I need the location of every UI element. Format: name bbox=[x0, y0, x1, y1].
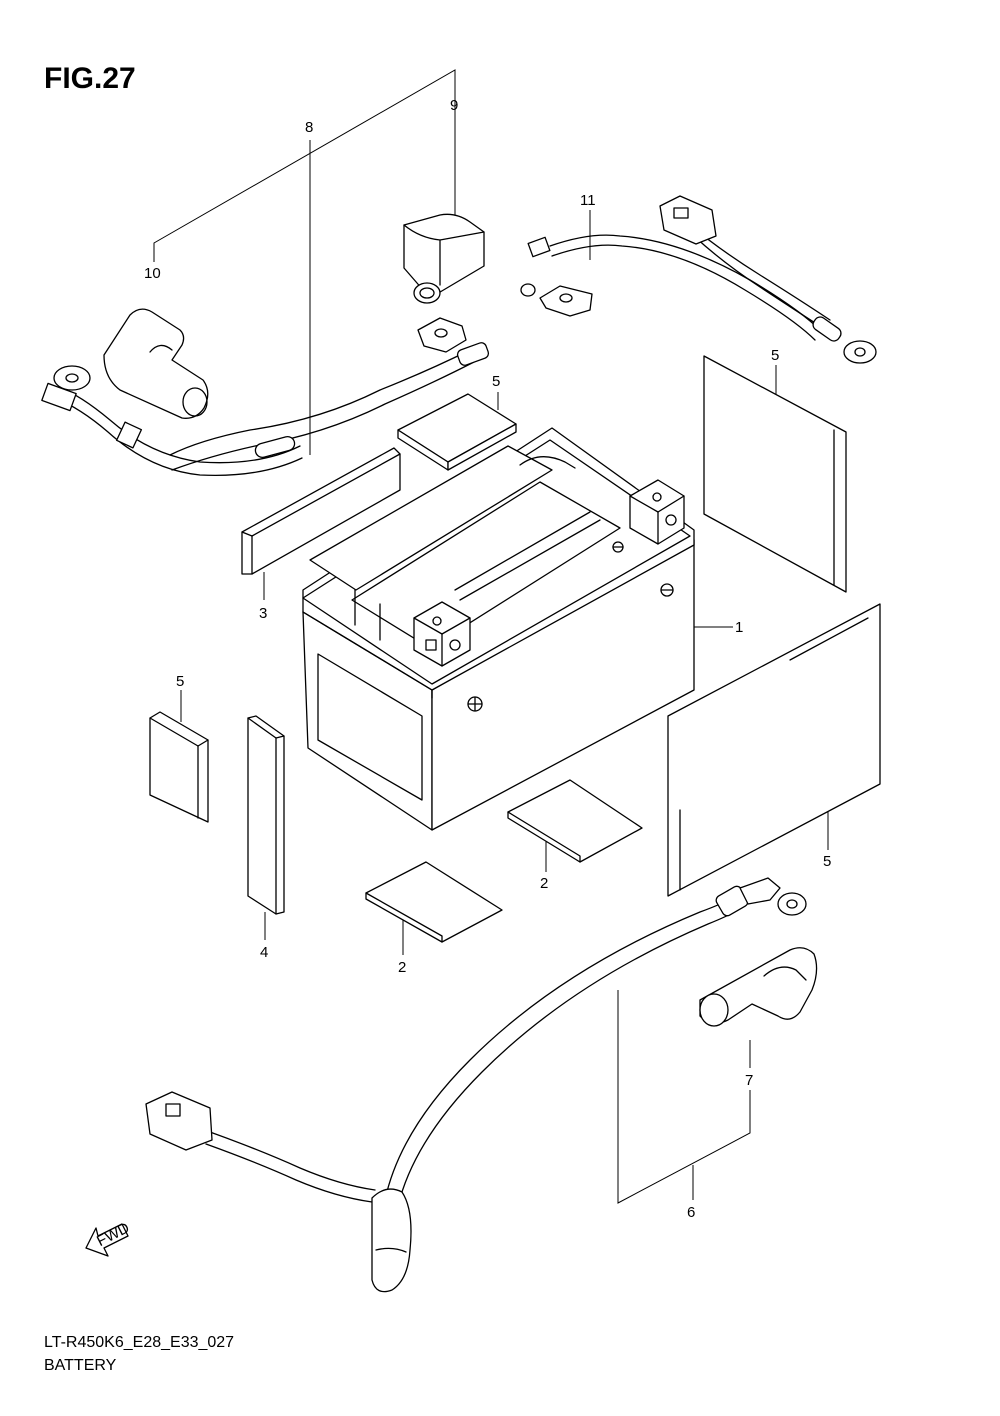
callout-9: 9 bbox=[450, 97, 458, 114]
lead-wire-connector bbox=[520, 195, 877, 364]
terminal-cap bbox=[403, 213, 485, 304]
pad-5-top bbox=[397, 393, 517, 471]
pad-5-left bbox=[149, 711, 209, 823]
pad-2-right bbox=[507, 779, 643, 863]
callout-5-top: 5 bbox=[492, 373, 500, 390]
callout-10: 10 bbox=[144, 265, 161, 282]
callout-6: 6 bbox=[687, 1204, 695, 1221]
terminal-cover-upper bbox=[103, 308, 209, 419]
callout-2-bottom: 2 bbox=[398, 959, 406, 976]
figure-title: FIG.27 bbox=[44, 62, 136, 95]
battery bbox=[302, 427, 695, 831]
callout-labels: 1 2 2 3 4 5 5 5 5 6 7 8 9 10 11 bbox=[144, 97, 831, 1221]
pad-5-right-upper bbox=[703, 355, 847, 593]
fwd-arrow-label: FWD bbox=[94, 1219, 132, 1250]
callout-5-right-upper: 5 bbox=[771, 347, 779, 364]
callout-2-right: 2 bbox=[540, 875, 548, 892]
battery-lead-wire-upper bbox=[41, 317, 490, 477]
pad-2-bottom bbox=[365, 861, 503, 943]
leader-lines bbox=[153, 69, 829, 1204]
fwd-arrow-icon: FWD bbox=[85, 1219, 132, 1257]
pad-5-right-lower bbox=[667, 603, 881, 897]
callout-5-left: 5 bbox=[176, 673, 184, 690]
callout-3: 3 bbox=[259, 605, 267, 622]
callout-1: 1 bbox=[735, 619, 743, 636]
strip-4 bbox=[247, 715, 285, 915]
battery-lead-wire-lower bbox=[145, 877, 807, 1293]
terminal-cover-lower bbox=[699, 947, 818, 1027]
callout-7: 7 bbox=[745, 1072, 753, 1089]
model-code-label: LT-R450K6_E28_E33_027 bbox=[44, 1334, 235, 1351]
callout-4: 4 bbox=[260, 944, 268, 961]
callout-5-right-lower: 5 bbox=[823, 853, 831, 870]
strip-3 bbox=[241, 447, 401, 575]
callout-11: 11 bbox=[580, 192, 596, 209]
callout-8: 8 bbox=[305, 119, 313, 136]
section-name-label: BATTERY bbox=[44, 1357, 117, 1374]
